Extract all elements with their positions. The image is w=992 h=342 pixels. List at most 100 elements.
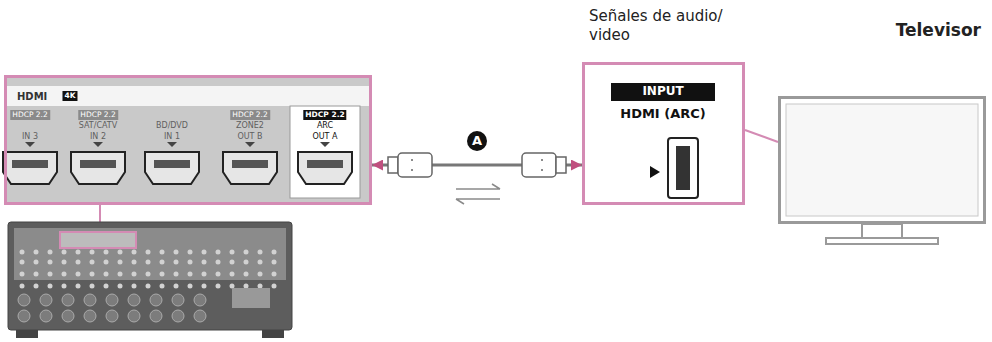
port-tag: HDCP 2.2	[78, 110, 118, 120]
jack	[216, 250, 221, 255]
hdmi-port	[3, 142, 57, 184]
jack	[272, 284, 277, 289]
speaker-terminal	[106, 294, 118, 306]
jack	[118, 284, 123, 289]
speaker-terminal	[128, 294, 140, 306]
speaker-terminal	[62, 294, 74, 306]
speaker-terminal	[128, 310, 140, 322]
jack	[34, 272, 39, 277]
hdmi-port	[223, 142, 277, 184]
hdmi-plug	[522, 153, 566, 177]
speaker-terminal	[18, 310, 30, 322]
hdmi-port	[145, 142, 199, 184]
jack	[104, 272, 109, 277]
hdmi-port	[298, 142, 352, 184]
jack	[188, 272, 193, 277]
speaker-terminal	[172, 310, 184, 322]
jack	[90, 260, 95, 265]
jack	[76, 260, 81, 265]
jack	[272, 260, 277, 265]
jack	[160, 272, 165, 277]
out-a-highlight	[290, 106, 360, 198]
port-tag: HDCP 2.2	[10, 110, 50, 120]
jack	[244, 272, 249, 277]
port-label: OUT B	[237, 132, 262, 142]
jack	[48, 260, 53, 265]
input-tag: INPUT	[611, 83, 715, 101]
port-label: OUT A	[312, 132, 337, 142]
hdmi-plug	[388, 153, 432, 177]
zoom-area	[60, 232, 136, 248]
jack	[258, 250, 263, 255]
signal: Señales de audio/ video	[589, 7, 739, 45]
jack	[160, 284, 165, 289]
jack	[104, 250, 109, 255]
two-way-arrow	[456, 184, 500, 204]
speaker-terminal	[194, 310, 206, 322]
jack	[230, 272, 235, 277]
speaker-terminal	[62, 310, 74, 322]
jack	[62, 284, 67, 289]
speaker-terminal	[84, 310, 96, 322]
foot	[16, 330, 38, 338]
port-label: IN 2	[90, 132, 106, 142]
jack	[76, 284, 81, 289]
port-tag: HDCP 2.2	[303, 110, 346, 120]
jack	[118, 260, 123, 265]
speaker-terminal	[84, 294, 96, 306]
port-label: ARC	[317, 121, 333, 131]
label-strip	[7, 86, 369, 106]
jack	[20, 260, 25, 265]
jack	[132, 284, 137, 289]
jack	[244, 284, 249, 289]
hdmi-jack	[668, 138, 698, 198]
jack	[258, 272, 263, 277]
port-tag: 4K	[62, 91, 77, 101]
jack	[132, 260, 137, 265]
speaker-terminal	[106, 310, 118, 322]
port-label: ZONE2	[236, 121, 264, 131]
jack	[104, 260, 109, 265]
speaker-terminal	[150, 310, 162, 322]
speaker-terminal	[172, 294, 184, 306]
port-label: IN 1	[164, 132, 180, 142]
receiver-body	[8, 222, 292, 330]
jack	[48, 284, 53, 289]
jack	[202, 250, 207, 255]
jack	[230, 260, 235, 265]
jack	[174, 250, 179, 255]
jack	[76, 272, 81, 277]
jack	[132, 272, 137, 277]
speaker-terminal	[40, 294, 52, 306]
jack	[20, 250, 25, 255]
jack	[188, 260, 193, 265]
jack-slot	[676, 146, 690, 190]
jack	[258, 260, 263, 265]
jack	[90, 284, 95, 289]
jack	[202, 260, 207, 265]
tv-screen-area	[786, 104, 978, 216]
jack	[48, 250, 53, 255]
speaker-terminal	[18, 294, 30, 306]
jack	[62, 272, 67, 277]
jack	[48, 272, 53, 277]
jack	[90, 250, 95, 255]
port-label: IN 3	[22, 132, 38, 142]
speaker-terminal	[150, 294, 162, 306]
tv-input-panel: Señales de audio/ videoINPUTHDMI (ARC)	[582, 62, 745, 205]
jack	[20, 272, 25, 277]
jack	[188, 250, 193, 255]
jack	[90, 272, 95, 277]
panel-ground	[7, 78, 369, 202]
jack	[174, 260, 179, 265]
jack	[20, 284, 25, 289]
hdmi-ports	[3, 142, 352, 184]
jack	[62, 260, 67, 265]
power-inlet	[232, 288, 270, 308]
jack	[34, 260, 39, 265]
port-label: BD/DVD	[156, 121, 188, 131]
port-label: SAT/CATV	[79, 121, 117, 131]
jack	[160, 260, 165, 265]
